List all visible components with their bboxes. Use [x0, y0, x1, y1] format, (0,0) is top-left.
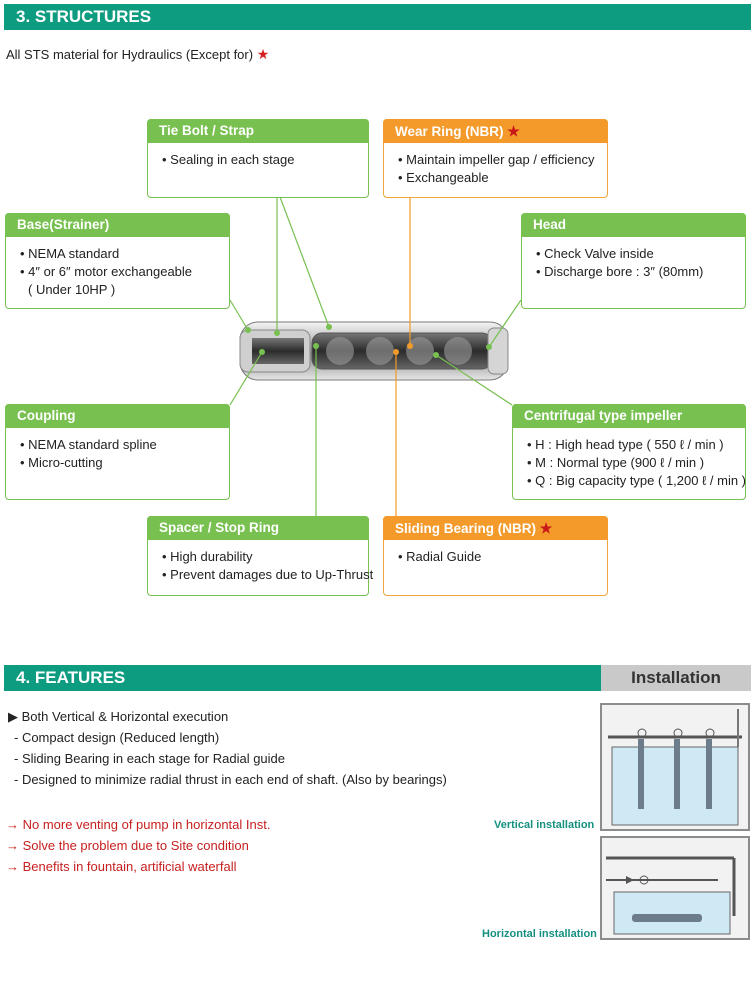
feature-item: - Sliding Bearing in each stage for Radi…: [14, 751, 286, 766]
head-title: Head: [521, 213, 746, 237]
feature-item: - Compact design (Reduced length): [14, 730, 220, 745]
base-strainer-box: Base(Strainer) • NEMA standard • 4″ or 6…: [5, 213, 230, 309]
tie-bolt-title: Tie Bolt / Strap: [147, 119, 369, 143]
pump-image: [239, 321, 509, 381]
wear-ring-box: Wear Ring (NBR) ★ • Maintain impeller ga…: [383, 119, 608, 198]
star-icon: ★: [507, 123, 520, 139]
structures-title: 3. STRUCTURES: [16, 7, 152, 26]
horizontal-installation-diagram: [600, 836, 750, 940]
sliding-bearing-box: Sliding Bearing (NBR) ★ • Radial Guide: [383, 516, 608, 596]
head-box: Head • Check Valve inside • Discharge bo…: [521, 213, 746, 309]
benefit-item: → Benefits in fountain, artificial water…: [6, 859, 237, 874]
benefits-list: → No more venting of pump in horizontal …: [6, 814, 270, 877]
star-icon: ★: [539, 520, 553, 536]
coupling-box: Coupling • NEMA standard spline • Micro-…: [5, 404, 230, 500]
impeller-box: Centrifugal type impeller • H : High hea…: [512, 404, 746, 500]
wear-ring-title: Wear Ring (NBR) ★: [383, 119, 608, 143]
impeller-title: Centrifugal type impeller: [512, 404, 746, 428]
features-main: ▶ Both Vertical & Horizontal execution: [8, 709, 229, 724]
sliding-bearing-title: Sliding Bearing (NBR) ★: [383, 516, 608, 540]
structures-header: 3. STRUCTURES: [4, 4, 751, 30]
coupling-title: Coupling: [5, 404, 230, 428]
horizontal-caption: Horizontal installation: [482, 928, 597, 940]
benefit-item: → No more venting of pump in horizontal …: [6, 817, 271, 832]
features-title: 4. FEATURES: [16, 668, 126, 687]
spacer-title: Spacer / Stop Ring: [147, 516, 369, 540]
structures-intro: All STS material for Hydraulics (Except …: [6, 46, 270, 62]
benefit-item: → Solve the problem due to Site conditio…: [6, 838, 249, 853]
features-header: 4. FEATURES: [4, 665, 601, 691]
feature-item: - Designed to minimize radial thrust in …: [14, 772, 447, 787]
vertical-caption: Vertical installation: [494, 819, 595, 831]
tie-bolt-box: Tie Bolt / Strap • Sealing in each stage: [147, 119, 369, 198]
features-list: ▶ Both Vertical & Horizontal execution -…: [8, 706, 447, 790]
base-strainer-title: Base(Strainer): [5, 213, 230, 237]
spacer-box: Spacer / Stop Ring • High durability • P…: [147, 516, 373, 596]
pump-diagram: [229, 196, 522, 517]
installation-title: Installation: [601, 665, 751, 691]
vertical-installation-diagram: [600, 703, 750, 831]
star-icon: ★: [256, 46, 270, 62]
